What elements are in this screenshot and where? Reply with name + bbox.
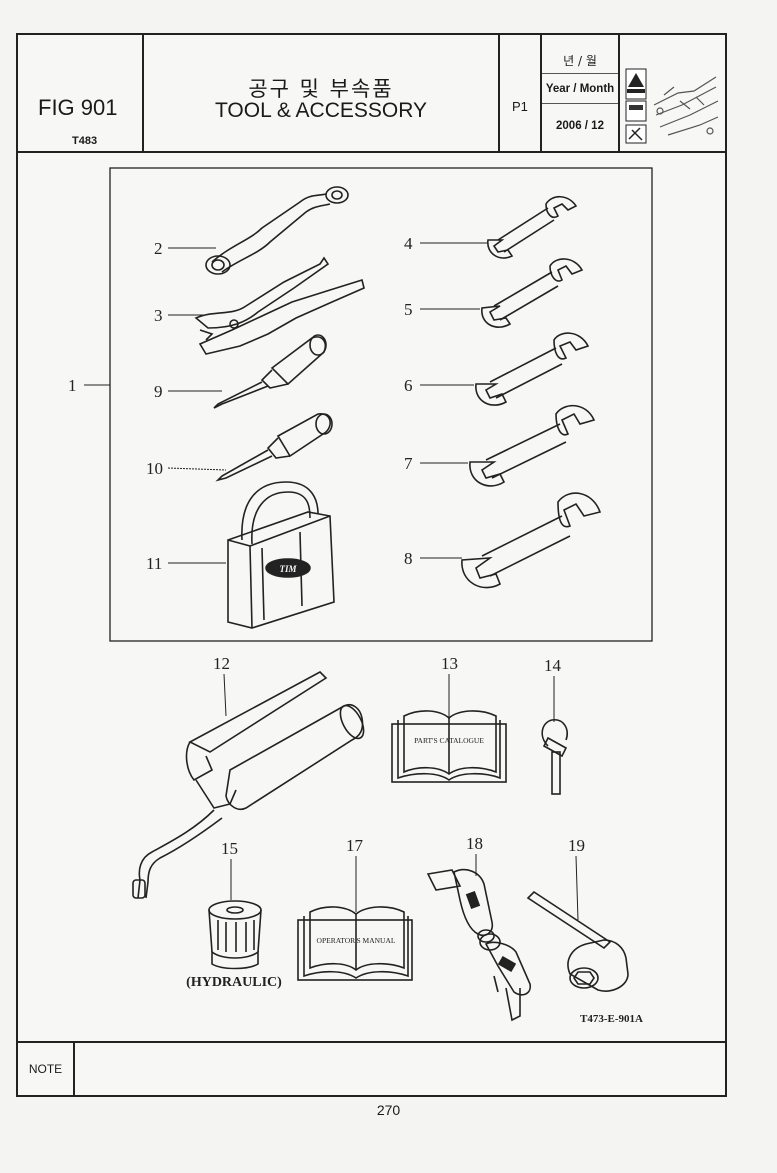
note-label: NOTE (18, 1043, 75, 1097)
date-label-english: Year / Month (542, 73, 618, 104)
screwdriver-drawing (215, 413, 333, 482)
operators-manual-drawing (297, 906, 413, 981)
callout-15: 15 (221, 839, 238, 858)
date-cell: 년 / 월 Year / Month 2006 / 12 (542, 35, 620, 151)
callout-19: 19 (568, 836, 585, 855)
tool-illustration-thumbnail (653, 76, 719, 136)
title-english: TOOL & ACCESSORY (214, 99, 428, 122)
callout-2: 2 (154, 239, 163, 258)
ignition-keys-drawing (426, 868, 532, 1022)
page-cell: P1 (500, 35, 542, 151)
bag-logo-text: TIM (279, 564, 297, 574)
model-code: T483 (72, 135, 98, 147)
figure-cell: FIG 901 T483 (18, 35, 144, 151)
tool-kit-frame (109, 167, 653, 642)
callout-11: 11 (146, 554, 162, 573)
drawing-code: T473-E-901A (580, 1013, 643, 1025)
callout-13: 13 (441, 654, 458, 673)
catalogue-cover-text: PART'S CATALOGUE (414, 736, 484, 745)
note-row: NOTE (18, 1041, 725, 1097)
filter-caption: (HYDRAULIC) (186, 975, 282, 990)
wrench-drawing (481, 258, 584, 328)
bag-logo-badge (265, 558, 311, 578)
callout-5: 5 (404, 300, 413, 319)
title-block: FIG 901 T483 공구 및 부속품 TOOL & ACCESSORY P… (18, 35, 725, 153)
logo-graphic (625, 68, 719, 144)
callout-14: 14 (544, 656, 562, 675)
page-code: P1 (512, 99, 528, 114)
parts-catalogue-drawing (391, 710, 507, 783)
parts-illustration: 1 2 3 4 5 6 7 8 9 10 11 12 13 14 15 17 1… (68, 167, 653, 1025)
warning-triangle-icon (628, 73, 644, 87)
box-wrench-drawing (205, 186, 349, 275)
logo-cell (620, 35, 727, 151)
callout-7: 7 (404, 454, 413, 473)
callout-1: 1 (68, 376, 77, 395)
callout-10: 10 (146, 459, 163, 478)
figure-number: FIG 901 (38, 95, 118, 120)
callout-6: 6 (404, 376, 413, 395)
pliers-drawing (194, 256, 365, 355)
title-cell: 공구 및 부속품 TOOL & ACCESSORY (144, 35, 500, 151)
socket-wrench-drawing (526, 890, 629, 992)
manual-cover-text: OPERATOR'S MANUAL (317, 936, 396, 945)
title-korean: 공구 및 부속품 (248, 77, 394, 101)
wrench-drawing (461, 492, 602, 589)
lock-pin-drawing (541, 719, 568, 795)
callout-17: 17 (346, 836, 364, 855)
callout-12: 12 (213, 654, 230, 673)
callout-3: 3 (154, 306, 163, 325)
date-value: 2006 / 12 (556, 120, 604, 132)
callout-18: 18 (466, 834, 483, 853)
tool-bag-drawing (227, 481, 335, 629)
callout-9: 9 (154, 382, 163, 401)
date-label-korean: 년 / 월 (542, 35, 618, 74)
callout-4: 4 (404, 234, 413, 253)
grease-gun-drawing (132, 671, 365, 899)
wrench-drawing (469, 404, 596, 487)
wrench-drawing (487, 195, 578, 259)
wrench-drawing (475, 332, 590, 406)
callout-8: 8 (404, 549, 413, 568)
page-number: 270 (376, 1102, 401, 1118)
leader-lines (84, 242, 579, 921)
screwdriver-drawing (213, 334, 327, 409)
hydraulic-filter-drawing (208, 900, 262, 970)
